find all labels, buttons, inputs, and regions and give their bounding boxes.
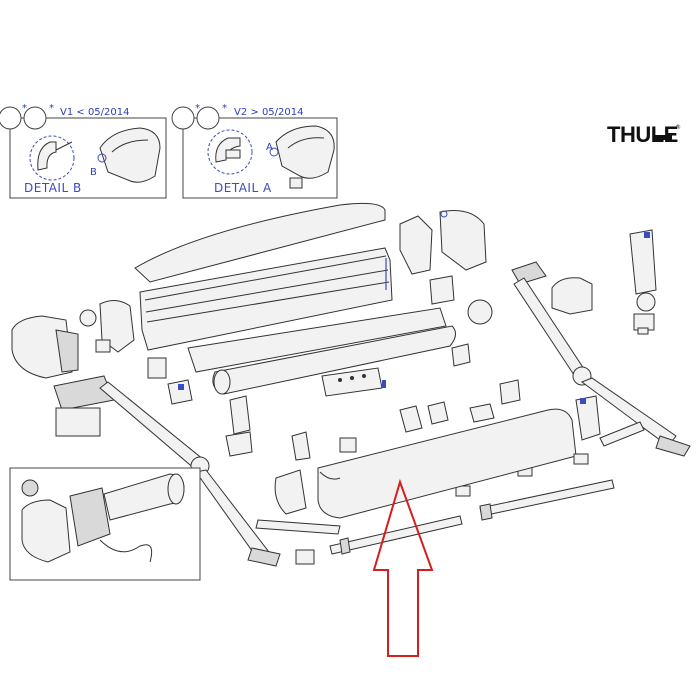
v2-clip: [289, 177, 303, 189]
remote-holder: [636, 292, 656, 312]
detail-b-profile: [37, 141, 57, 171]
motor-inset-panel: [9, 467, 201, 581]
right-support-bar: [599, 421, 645, 447]
motor-end-cover: [21, 499, 71, 563]
left-end-bracket: [99, 300, 135, 353]
inset-v2-circle-right: [196, 106, 220, 130]
detail-a-circle: [207, 129, 253, 175]
right-arm: [513, 277, 691, 465]
inset-v1-circle-right: [23, 106, 47, 130]
mounting-bracket: [225, 431, 253, 457]
motor-unit: [69, 487, 111, 547]
main-profile: [139, 247, 393, 351]
v2-callout-circle: [269, 147, 279, 157]
inset-v2-star-2: *: [222, 103, 227, 114]
centre-hinge-strip: [321, 367, 383, 397]
motor-cable: [99, 539, 153, 563]
left-bottom-cap: [274, 469, 307, 515]
detail-b-circle: [29, 135, 75, 181]
detail-a-label: DETAIL A: [214, 181, 272, 195]
inset-v2-circle-left: [171, 106, 195, 130]
thule-logo: THULE ®: [607, 122, 681, 147]
inset-v1-panel: * * V1 < 05/2014 DETAIL B B: [0, 103, 167, 199]
v1-end-cap: [99, 127, 161, 183]
left-motor-block: [53, 375, 115, 411]
inset-v1-callout: B: [90, 167, 97, 178]
brand-mark: ®: [675, 124, 681, 131]
middle-small-parts: [225, 343, 533, 565]
motor-spring: [21, 479, 39, 497]
right-gear-housing: [429, 275, 455, 305]
end-plug: [451, 343, 471, 367]
red-indicator-arrow: [372, 478, 434, 657]
v2-end-cap: [275, 125, 335, 179]
bottom-clip-left: [295, 549, 315, 565]
left-motor-coupling: [167, 379, 193, 405]
left-arm: [99, 381, 341, 567]
right-arm-bracket: [575, 395, 601, 441]
right-gear: [467, 299, 493, 325]
inset-v1-version: V1 < 05/2014: [60, 107, 129, 118]
bottom-clip-mid: [455, 485, 471, 497]
left-lower-arm: [195, 469, 273, 563]
left-support-bar: [255, 519, 341, 535]
inset-v2-star-1: *: [195, 103, 200, 114]
small-clip-1: [339, 437, 357, 453]
awning-cassette-profiles: [134, 202, 456, 395]
inset-v1-circle-left: [0, 106, 22, 130]
inset-v2-callout: A: [266, 142, 273, 153]
inset-v2-version: V2 > 05/2014: [234, 107, 303, 118]
inset-v1-star-2: *: [49, 103, 54, 114]
right-end-cap: [439, 210, 487, 271]
right-end-parts: [399, 210, 657, 335]
left-clip: [147, 357, 167, 379]
remote-control: [629, 229, 657, 295]
inset-v1-star-1: *: [22, 103, 27, 114]
left-gear: [79, 309, 97, 327]
right-arm-cap: [551, 277, 593, 315]
roller-tube: [212, 325, 456, 395]
left-end-parts: [11, 300, 193, 437]
right-arm-shoulder: [511, 261, 547, 285]
inset-v2-panel: * * V2 > 05/2014 DETAIL A A: [171, 103, 338, 199]
left-arm-cap: [55, 407, 101, 437]
v1-callout-circle: [97, 153, 107, 163]
brand-name: THULE: [607, 122, 678, 147]
right-end-bracket: [399, 215, 433, 275]
top-cover-profile: [134, 202, 386, 283]
right-tension-rail: [479, 479, 615, 517]
lower-profile: [187, 307, 447, 373]
detail-b-label: DETAIL B: [24, 181, 82, 195]
mounting-plate: [229, 395, 251, 435]
